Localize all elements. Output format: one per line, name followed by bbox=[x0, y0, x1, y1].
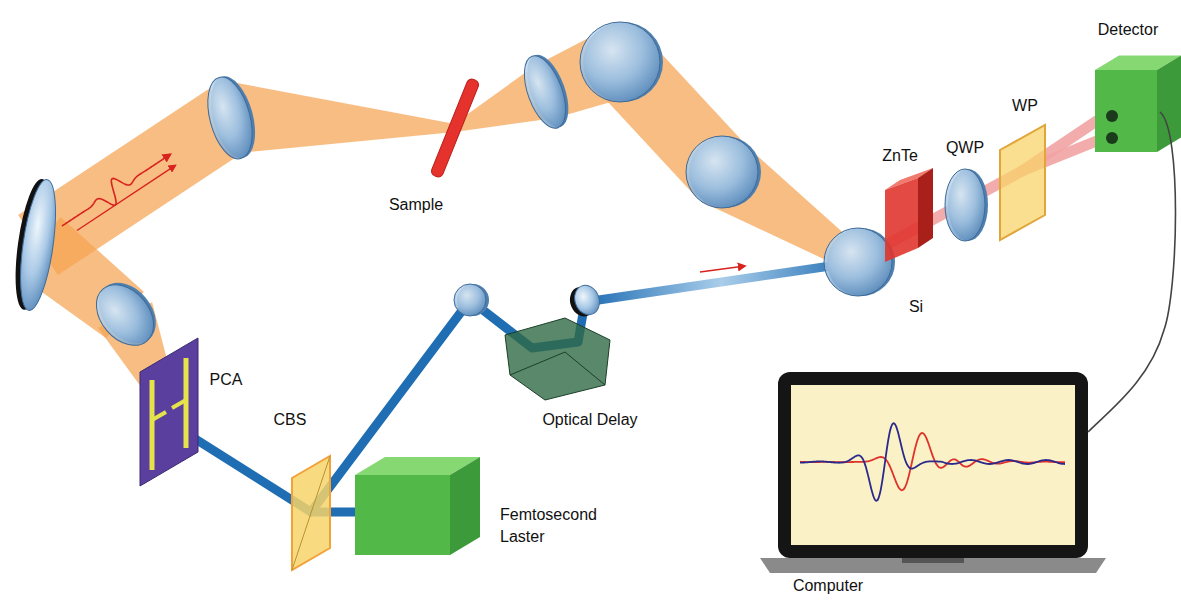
silicon-wafer bbox=[824, 228, 895, 296]
mirror-face bbox=[571, 282, 604, 318]
cube-beam-splitter bbox=[292, 456, 330, 570]
part-label: Optical Delay bbox=[542, 409, 637, 431]
lens-face bbox=[454, 284, 486, 316]
detector-port bbox=[1106, 132, 1118, 144]
pca-electrode bbox=[150, 380, 155, 470]
direction-arrow bbox=[77, 165, 175, 230]
cube-side bbox=[1157, 56, 1181, 152]
part-label: Computer bbox=[793, 575, 863, 597]
part-label: Femtosecond Laster bbox=[500, 504, 604, 549]
part-label: Si bbox=[909, 296, 923, 318]
mirror bbox=[566, 282, 604, 320]
lens bbox=[200, 71, 263, 163]
lens-face bbox=[824, 228, 892, 296]
laptop-screen bbox=[791, 385, 1075, 545]
lens-face bbox=[85, 274, 165, 357]
lens bbox=[454, 284, 489, 316]
lens-face bbox=[580, 22, 660, 102]
waveform-trace bbox=[800, 423, 1065, 500]
laser-box bbox=[355, 457, 480, 555]
part-label: CBS bbox=[274, 409, 307, 431]
part-label: PCA bbox=[210, 369, 243, 391]
thz-beam-segment bbox=[228, 82, 455, 154]
thz-beam bbox=[15, 29, 864, 415]
cube-side bbox=[450, 457, 480, 555]
laptop-frame bbox=[778, 372, 1088, 558]
pulse-wave bbox=[55, 144, 176, 235]
delay-prism bbox=[505, 318, 610, 400]
sample-slab bbox=[430, 78, 480, 179]
wollaston-prism bbox=[1000, 125, 1045, 240]
probe-beam-long bbox=[585, 262, 858, 302]
lens-face bbox=[945, 169, 985, 241]
direction-arrow bbox=[700, 266, 745, 272]
crystal-side bbox=[918, 168, 933, 248]
lens-face bbox=[200, 72, 260, 163]
part-label: Detector bbox=[1098, 19, 1158, 41]
detector-cable bbox=[1088, 112, 1176, 432]
laptop-base bbox=[760, 558, 1106, 573]
znte-crystal bbox=[885, 178, 918, 262]
prism-diagonal bbox=[292, 456, 330, 570]
waveforms bbox=[800, 423, 1065, 500]
laptop bbox=[760, 372, 1106, 573]
delay-prism-edge bbox=[510, 352, 605, 385]
lens-face bbox=[686, 136, 758, 208]
lens bbox=[580, 22, 663, 102]
part-label: QWP bbox=[946, 137, 984, 159]
prism bbox=[292, 456, 330, 570]
cube-front bbox=[1095, 70, 1157, 152]
part-label: Sample bbox=[389, 194, 443, 216]
part-label: WP bbox=[1012, 95, 1038, 117]
laptop-notch bbox=[902, 558, 964, 563]
detector-port bbox=[1106, 110, 1118, 122]
mirror-face bbox=[14, 178, 62, 313]
detector-box bbox=[1095, 56, 1181, 152]
part-label: ZnTe bbox=[882, 145, 918, 167]
thz-pulse bbox=[55, 144, 177, 236]
pca-chip bbox=[140, 338, 198, 486]
parabolic-mirror bbox=[9, 177, 62, 313]
pca-electrode bbox=[172, 400, 186, 408]
lens bbox=[516, 49, 577, 133]
lens-face bbox=[516, 50, 574, 133]
pca-substrate bbox=[140, 338, 198, 486]
optical-parts bbox=[9, 22, 1181, 570]
lens bbox=[85, 272, 168, 357]
pca-electrode bbox=[152, 412, 166, 420]
lens bbox=[686, 136, 761, 208]
cube-front bbox=[355, 475, 450, 555]
quarter-wave-plate bbox=[945, 169, 988, 241]
